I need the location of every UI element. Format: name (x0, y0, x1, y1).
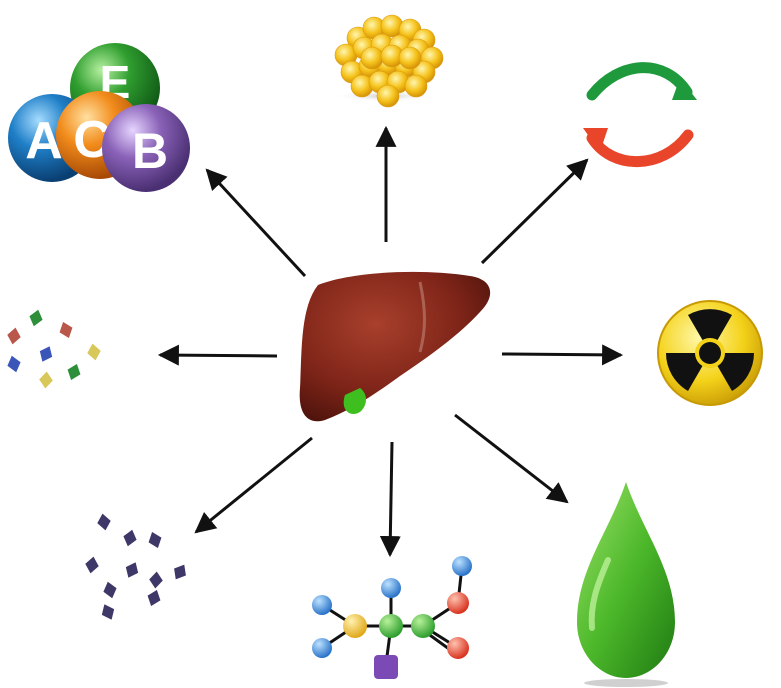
arrow-to-molecule (379, 441, 401, 558)
liver-icon (299, 271, 491, 422)
dark-crystals-icon (84, 512, 187, 621)
arrow-to-cycle (480, 158, 589, 265)
arrow-to-dark-crystals (194, 436, 313, 534)
gallbladder-icon (343, 388, 366, 415)
arrow-to-drop (454, 413, 569, 504)
molecule-icon (312, 556, 472, 679)
vitamin-spheres-icon: E A C B (8, 43, 190, 192)
arrow-to-vitamins (205, 168, 307, 278)
colored-crystals-icon (6, 308, 102, 390)
vitamin-b-label: B (132, 123, 168, 179)
cycle-arrows-icon (583, 62, 697, 168)
bile-drop-icon (577, 482, 675, 687)
fat-globule-icon (333, 14, 444, 108)
arrow-to-radiation (501, 344, 624, 366)
arrow-to-colored-crystals (157, 344, 278, 366)
arrows (157, 125, 624, 558)
radiation-icon (657, 300, 763, 406)
